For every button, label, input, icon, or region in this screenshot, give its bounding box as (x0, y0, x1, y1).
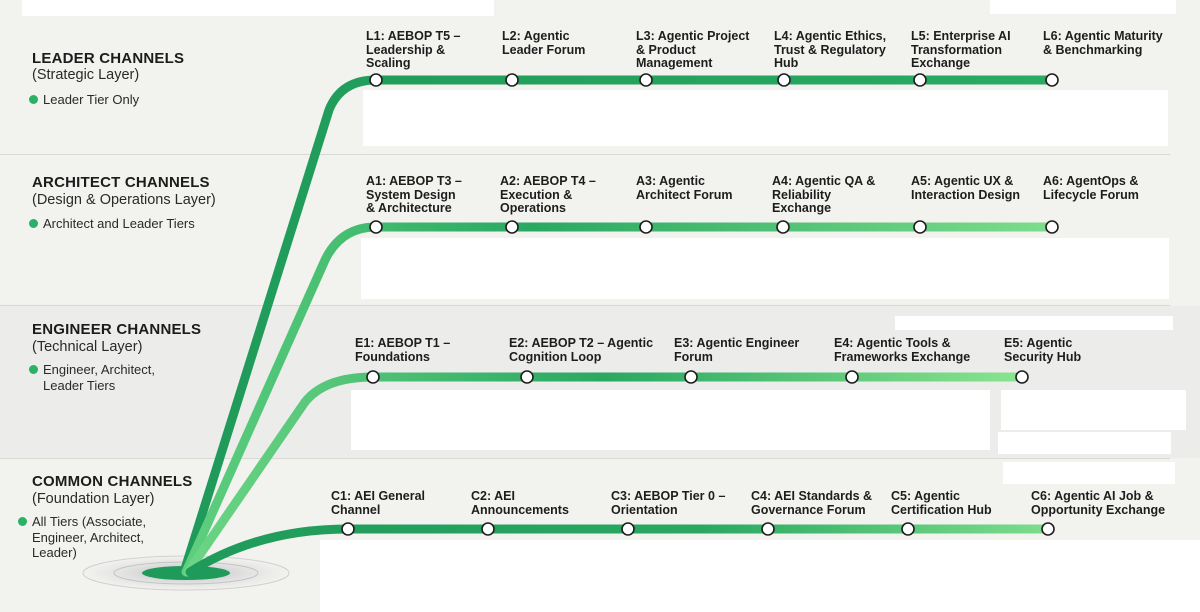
station-L3[interactable] (639, 73, 653, 87)
station-label-L3: L3: Agentic Project & Product Management (636, 29, 750, 70)
station-label-E1: E1: AEBOP T1 – Foundations (355, 336, 451, 364)
blank-region (22, 0, 494, 16)
station-label-L2: L2: Agentic Leader Forum (502, 29, 586, 57)
blank-region (351, 390, 990, 450)
blank-region (998, 432, 1171, 454)
engineer-stations (366, 370, 1029, 384)
divider-engineer-common (0, 458, 1170, 459)
station-label-A3: A3: Agentic Architect Forum (636, 174, 733, 202)
station-E4[interactable] (845, 370, 859, 384)
station-E2[interactable] (520, 370, 534, 384)
common-layer-subtitle: (Foundation Layer) (32, 491, 155, 507)
architect-tier-text: Architect and Leader Tiers (43, 216, 195, 231)
blank-region (895, 316, 1173, 330)
station-label-E5: E5: Agentic Security Hub (1004, 336, 1082, 364)
blank-region (990, 0, 1176, 14)
station-label-L5: L5: Enterprise AI Transformation Exchang… (911, 29, 1011, 70)
blank-region (1001, 390, 1186, 430)
station-E1[interactable] (366, 370, 380, 384)
architect-layer-title: ARCHITECT CHANNELS (32, 174, 210, 191)
station-label-A5: A5: Agentic UX & Interaction Design (911, 174, 1021, 202)
station-label-C5: C5: Agentic Certification Hub (891, 489, 992, 517)
architect-line (181, 222, 1057, 577)
tier-dot-icon (18, 517, 27, 526)
station-C4[interactable] (761, 522, 775, 536)
station-E3[interactable] (684, 370, 698, 384)
station-C1[interactable] (341, 522, 355, 536)
station-L1[interactable] (369, 73, 383, 87)
blank-region (1003, 462, 1175, 484)
engineer-layer-title: ENGINEER CHANNELS (32, 321, 202, 338)
station-label-L1: L1: AEBOP T5 – Leadership & Scaling (366, 29, 461, 70)
station-A5[interactable] (913, 220, 927, 234)
station-label-A2: A2: AEBOP T4 – Execution & Operations (500, 174, 596, 215)
common-line (185, 524, 1053, 577)
common-layer-title: COMMON CHANNELS (32, 473, 193, 490)
divider-architect-engineer (0, 305, 1170, 306)
leader-stations (369, 73, 1059, 87)
station-C5[interactable] (901, 522, 915, 536)
station-L4[interactable] (777, 73, 791, 87)
station-L6[interactable] (1045, 73, 1059, 87)
leader-layer-title: LEADER CHANNELS (32, 50, 185, 67)
tier-dot-icon (29, 365, 38, 374)
blank-region (320, 540, 1200, 612)
engineer-tier-text: Engineer, Architect, Leader Tiers (43, 362, 156, 393)
station-label-C3: C3: AEBOP Tier 0 – Orientation (611, 489, 726, 517)
station-label-C1: C1: AEI General Channel (331, 489, 426, 517)
station-label-A6: A6: AgentOps & Lifecycle Forum (1043, 174, 1139, 202)
station-C2[interactable] (481, 522, 495, 536)
station-label-A4: A4: Agentic QA & Reliability Exchange (772, 174, 876, 215)
common-stations (341, 522, 1055, 536)
station-label-L4: L4: Agentic Ethics, Trust & Regulatory H… (774, 29, 887, 70)
engineer-layer-subtitle: (Technical Layer) (32, 339, 143, 355)
station-A1[interactable] (369, 220, 383, 234)
station-label-A1: A1: AEBOP T3 – System Design & Architect… (366, 174, 462, 215)
station-A3[interactable] (639, 220, 653, 234)
station-label-E2: E2: AEBOP T2 – Agentic Cognition Loop (509, 336, 654, 364)
station-label-C4: C4: AEI Standards & Governance Forum (751, 489, 873, 517)
leader-layer-subtitle: (Strategic Layer) (32, 67, 140, 83)
station-C6[interactable] (1041, 522, 1055, 536)
station-label-C6: C6: Agentic AI Job & Opportunity Exchang… (1031, 489, 1166, 517)
station-label-E4: E4: Agentic Tools & Frameworks Exchange (834, 336, 971, 364)
station-label-C2: C2: AEI Announcements (471, 489, 569, 517)
blank-region (363, 90, 1168, 146)
leader-tier-text: Leader Tier Only (43, 92, 140, 107)
station-A2[interactable] (505, 220, 519, 234)
station-C3[interactable] (621, 522, 635, 536)
station-L2[interactable] (505, 73, 519, 87)
architect-layer-subtitle: (Design & Operations Layer) (32, 192, 216, 208)
station-A6[interactable] (1045, 220, 1059, 234)
architect-stations (369, 220, 1059, 234)
station-A4[interactable] (776, 220, 790, 234)
tier-dot-icon (29, 219, 38, 228)
divider-leader-architect (0, 154, 1170, 155)
common-tier-text: All Tiers (Associate, Engineer, Architec… (32, 514, 147, 560)
tier-dot-icon (29, 95, 38, 104)
station-L5[interactable] (913, 73, 927, 87)
station-E5[interactable] (1015, 370, 1029, 384)
blank-region (361, 238, 1169, 299)
station-label-E3: E3: Agentic Engineer Forum (674, 336, 800, 364)
engineer-line (183, 372, 1027, 577)
station-label-L6: L6: Agentic Maturity & Benchmarking (1043, 29, 1163, 57)
